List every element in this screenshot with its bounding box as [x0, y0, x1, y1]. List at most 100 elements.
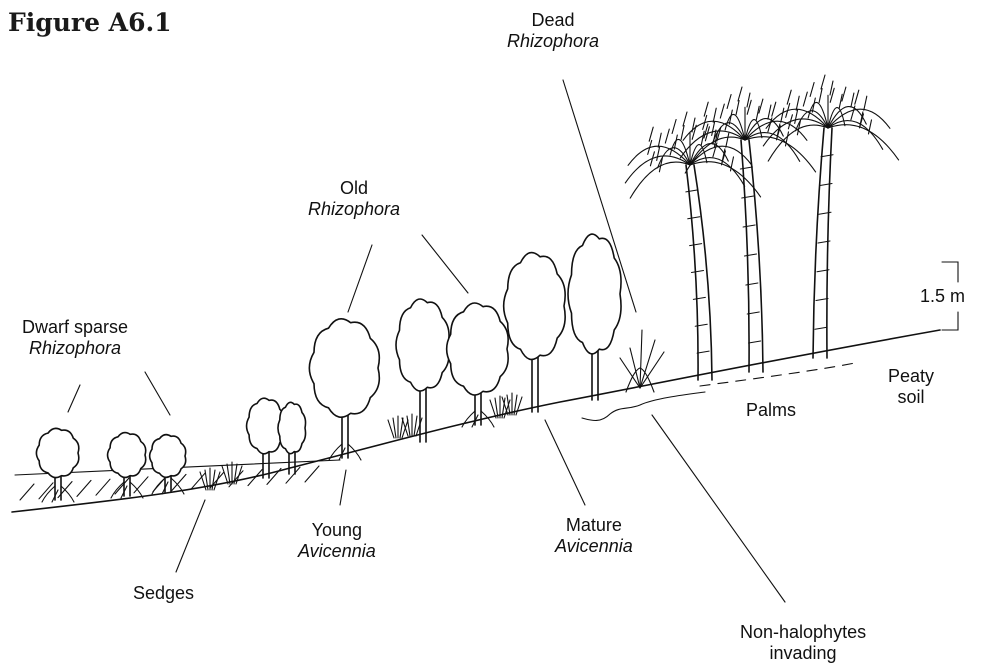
pointer-non-halophytes: [652, 415, 785, 602]
tree-crown: [396, 299, 449, 391]
tree-crown: [108, 433, 146, 478]
palm-trunk: [813, 128, 832, 358]
dead-branch: [630, 348, 640, 388]
mature-avicennia-tree: [504, 253, 566, 412]
palm-leaflets: [665, 129, 677, 149]
palm-tree: [625, 112, 760, 380]
palm-frond: [745, 137, 816, 172]
palm-leaflets: [720, 104, 732, 124]
palm-trunk: [686, 165, 712, 380]
young-avicennia-tree: [278, 402, 306, 474]
palm-ring: [697, 351, 709, 353]
sedge-blade: [222, 466, 228, 484]
old-rhizophora-tree: [396, 299, 449, 442]
prop-roots: [42, 486, 74, 502]
sedge-blade: [490, 400, 496, 418]
label-young-line1: Young: [298, 520, 376, 541]
label-old-line2: Rhizophora: [308, 199, 400, 220]
label-dead-line1: Dead: [507, 10, 599, 31]
palm-ring: [745, 254, 757, 256]
tree-crown: [447, 303, 509, 395]
prop-roots: [329, 444, 361, 460]
label-palms: Palms: [746, 400, 796, 421]
hatch-stroke: [305, 466, 319, 482]
label-peaty-soil: Peaty soil: [888, 366, 934, 408]
label-mature-avicennia: Mature Avicennia: [555, 515, 633, 557]
mature-avicennia-tree: [568, 234, 621, 400]
label-old-rhizophora: Old Rhizophora: [308, 178, 400, 220]
dwarf-rhizophora-tree: [108, 433, 146, 498]
tree-crown: [568, 234, 621, 354]
palm-frond: [763, 119, 828, 146]
label-young-line2: Avicennia: [298, 541, 376, 562]
palm-leaflets: [842, 87, 854, 107]
dwarf-rhizophora-tree: [36, 428, 78, 502]
palm-leaflets: [855, 90, 867, 110]
palm-tree: [763, 75, 898, 358]
pointer-sedges: [176, 500, 205, 572]
tree-crown: [309, 319, 379, 417]
palm-leaflets: [727, 95, 739, 115]
palm-frond: [625, 156, 690, 183]
sedge-blade: [416, 418, 422, 436]
label-scale: 1.5 m: [920, 286, 965, 307]
palm-ring: [690, 244, 702, 246]
palm-tree: [680, 87, 815, 372]
dwarf-rhizophora-tree: [150, 435, 186, 494]
tree-crown: [278, 402, 306, 453]
pointer-mature: [545, 420, 585, 505]
palm-leaflets: [810, 83, 822, 103]
label-young-avicennia: Young Avicennia: [298, 520, 376, 562]
label-dead-rhizophora: Dead Rhizophora: [507, 10, 599, 52]
label-sedges: Sedges: [133, 583, 194, 604]
pointer-old-left: [348, 245, 372, 312]
palm-ring: [686, 190, 698, 192]
label-dwarf-line1: Dwarf sparse: [22, 317, 128, 338]
palm-leaflets: [747, 100, 759, 120]
dead-branch: [620, 358, 640, 388]
palm-ring: [815, 327, 827, 329]
sedge-blade: [388, 420, 394, 438]
palm-leaflets: [803, 92, 815, 112]
sedge-blade: [214, 472, 220, 490]
palm-ring: [740, 167, 752, 169]
prop-roots: [462, 411, 494, 427]
label-dwarf-line2: Rhizophora: [22, 338, 128, 359]
pointer-old-right: [422, 235, 468, 293]
palm-leaflets: [821, 75, 833, 95]
palm-ring: [742, 196, 754, 198]
label-peaty-line2: soil: [888, 387, 934, 408]
pointer-young: [340, 470, 346, 505]
label-nonhalo-line2: invading: [740, 643, 866, 664]
label-mature-line1: Mature: [555, 515, 633, 536]
palm-leaflets: [830, 88, 842, 108]
label-dead-line2: Rhizophora: [507, 31, 599, 52]
hatch-stroke: [96, 479, 110, 495]
sedge-tuft: [402, 414, 422, 436]
palm-ring: [688, 217, 700, 219]
peaty-soil-boundary: [700, 362, 860, 386]
label-old-line1: Old: [308, 178, 400, 199]
young-avicennia-tree: [247, 398, 285, 478]
tree-crown: [504, 253, 566, 360]
label-non-halophytes: Non-halophytes invading: [740, 622, 866, 664]
label-dwarf-sparse: Dwarf sparse Rhizophora: [22, 317, 128, 359]
pointer-dwarf-left: [68, 385, 80, 412]
palm-ring: [693, 297, 705, 299]
non-halophyte-roots: [582, 392, 705, 421]
palm-ring: [692, 271, 704, 273]
hatch-stroke: [20, 484, 34, 500]
sedge-tuft: [502, 393, 522, 415]
label-mature-line2: Avicennia: [555, 536, 633, 557]
hatch-stroke: [172, 474, 186, 490]
old-rhizophora-tree: [309, 319, 379, 460]
palm-leaflets: [738, 87, 750, 107]
dead-branch: [640, 330, 642, 388]
sedge-blade: [516, 397, 522, 415]
vegetation: [36, 75, 898, 502]
palm-leaflets: [672, 120, 684, 140]
tree-crown: [150, 435, 186, 478]
hatch-stroke: [77, 480, 91, 496]
prop-roots: [111, 482, 143, 498]
